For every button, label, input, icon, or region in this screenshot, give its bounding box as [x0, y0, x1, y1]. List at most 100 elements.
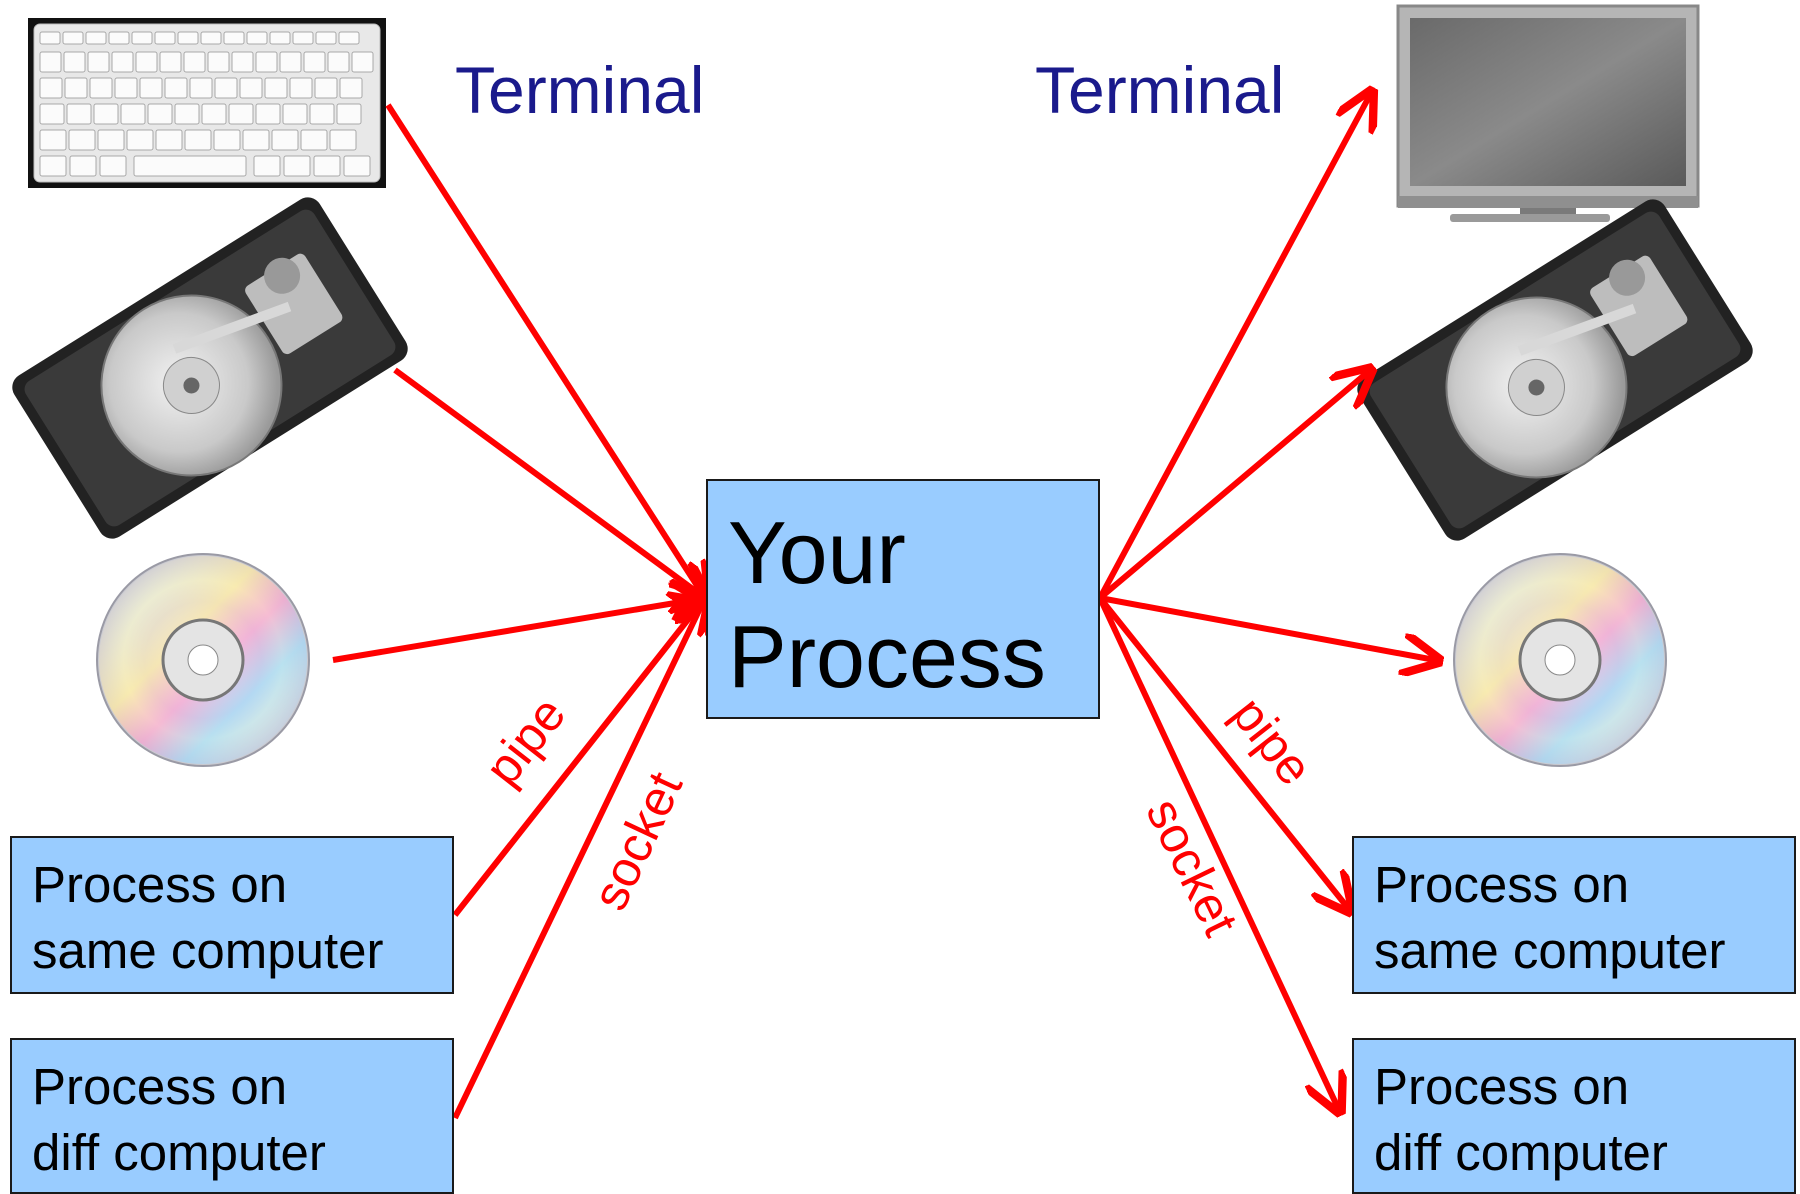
keyboard-key [207, 51, 230, 73]
right-process-diff-computer-box: Process on diff computer [1352, 1038, 1796, 1194]
keyboard-key [159, 51, 182, 73]
your-process-box: Your Process [706, 479, 1100, 719]
keyboard-key [111, 51, 134, 73]
box-line1: Process on [32, 1058, 288, 1115]
keyboard-key [309, 103, 335, 125]
box-line2: same computer [1374, 922, 1726, 979]
keyboard-key [313, 155, 341, 177]
keyboard-key [343, 155, 371, 177]
arrow-process-to-pipe [1097, 596, 1348, 908]
keyboard-key [300, 129, 328, 151]
arrow-process-to-disk [1098, 372, 1368, 601]
arrow-pipe-to-process [452, 598, 705, 917]
keyboard-key [351, 51, 374, 73]
keyboard-key [154, 31, 176, 45]
keyboard-key [289, 77, 313, 99]
arrow-keyboard-to-process [385, 103, 705, 598]
keyboard-key [131, 31, 153, 45]
keyboard-key [147, 103, 173, 125]
keyboard-key [66, 103, 92, 125]
cd-disc-icon [96, 553, 310, 767]
keyboard-key [279, 51, 302, 73]
keyboard-key [174, 103, 200, 125]
keyboard-key [231, 51, 254, 73]
keyboard-key [253, 155, 281, 177]
keyboard-key [39, 155, 67, 177]
keyboard-key [69, 155, 97, 177]
keyboard-key [246, 31, 268, 45]
terminal-input-label: Terminal [455, 53, 705, 127]
keyboard-key [62, 31, 84, 45]
keyboard-key [214, 77, 238, 99]
keyboard-key [89, 77, 113, 99]
arrow-cd-to-process [332, 598, 705, 663]
keyboard-key [183, 51, 206, 73]
arrow-process-to-cd [1099, 595, 1435, 660]
keyboard-key [63, 51, 86, 73]
keyboard-key [184, 129, 212, 151]
keyboard-key [314, 77, 338, 99]
right-process-same-computer-box: Process on same computer [1352, 836, 1796, 994]
keyboard-key [338, 31, 360, 45]
keyboard-key [108, 31, 130, 45]
keyboard-key [213, 129, 241, 151]
keyboard-key [120, 103, 146, 125]
keyboard-key [39, 31, 61, 45]
keyboard-key [292, 31, 314, 45]
keyboard-icon [28, 18, 386, 188]
keyboard-spacebar [133, 155, 247, 177]
box-line2: diff computer [32, 1124, 326, 1181]
keyboard-key [239, 77, 263, 99]
keyboard-key [242, 129, 270, 151]
keyboard-key [135, 51, 158, 73]
input-arrows [332, 103, 705, 1120]
keyboard-keys [39, 31, 374, 177]
keyboard-key [87, 51, 110, 73]
keyboard-key [126, 129, 154, 151]
your-process-line1: Your [728, 503, 906, 602]
arrow-process-to-socket [1097, 596, 1338, 1108]
monitor-icon [1396, 4, 1700, 222]
box-line1: Process on [32, 856, 288, 913]
box-line1: Process on [1374, 1058, 1630, 1115]
keyboard-key [200, 31, 222, 45]
keyboard-key [327, 51, 350, 73]
keyboard-key [177, 31, 199, 45]
keyboard-key [164, 77, 188, 99]
keyboard-key [223, 31, 245, 45]
keyboard-key [282, 103, 308, 125]
keyboard-key [68, 129, 96, 151]
keyboard-key [269, 31, 291, 45]
terminal-output-label: Terminal [1035, 53, 1285, 127]
left-process-same-computer-box: Process on same computer [10, 836, 454, 994]
keyboard-key [329, 129, 357, 151]
keyboard-key [139, 77, 163, 99]
hard-drive-icon [12, 197, 408, 539]
keyboard-key [255, 51, 278, 73]
output-arrows [1097, 95, 1435, 1108]
arrow-process-to-monitor [1097, 95, 1370, 600]
keyboard-key [155, 129, 183, 151]
keyboard-key [336, 103, 362, 125]
box-line1: Process on [1374, 856, 1630, 913]
keyboard-key [114, 77, 138, 99]
keyboard-key [97, 129, 125, 151]
cd-disc-icon [1453, 553, 1667, 767]
keyboard-key [228, 103, 254, 125]
keyboard-key [283, 155, 311, 177]
box-line2: diff computer [1374, 1124, 1668, 1181]
keyboard-key [264, 77, 288, 99]
arrow-disk-to-process [393, 367, 705, 598]
keyboard-key [271, 129, 299, 151]
keyboard-key [39, 51, 62, 73]
keyboard-key [189, 77, 213, 99]
keyboard-key [339, 77, 363, 99]
your-process-line2: Process [728, 607, 1046, 706]
keyboard-key [64, 77, 88, 99]
arrow-socket-to-process [452, 598, 705, 1120]
left-process-diff-computer-box: Process on diff computer [10, 1038, 454, 1194]
keyboard-key [85, 31, 107, 45]
box-line2: same computer [32, 922, 384, 979]
keyboard-key [39, 103, 65, 125]
